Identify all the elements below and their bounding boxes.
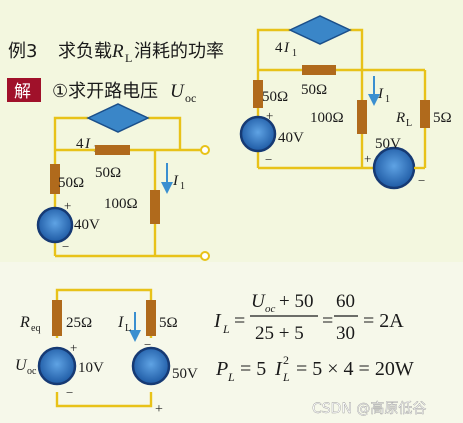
circuit-c-req-sub: eq	[31, 323, 40, 334]
circuit-b-load-sym: R	[395, 110, 405, 126]
eq2-c: = 5 × 4 = 20W	[296, 358, 414, 380]
circuit-a-plus: +	[64, 198, 71, 213]
circuit-c-r-eq	[52, 300, 62, 336]
circuit-b: 4 I 1 50Ω 50Ω 100Ω I 1 R L 5Ω + − 40V + …	[239, 15, 452, 190]
equation-power: P L = 5 I L 2 = 5 × 4 = 20W	[215, 353, 414, 384]
circuit-c-source-uoc	[37, 346, 77, 386]
circuit-b-ccvs-sub: 1	[292, 48, 297, 59]
step1-var: U	[170, 81, 185, 102]
eq1-result: = 2A	[363, 310, 404, 332]
eq1-lhs: I	[213, 310, 222, 332]
eq2-i-sup: 2	[283, 353, 289, 367]
top-panel	[0, 0, 463, 262]
circuit-b-minus2: −	[418, 173, 425, 188]
circuit-a-r-series	[50, 164, 60, 194]
circuit-c-source2-label: 50V	[172, 366, 198, 382]
eq2-b: = 5	[240, 358, 266, 380]
title-suffix: 消耗的功率	[134, 41, 224, 62]
circuit-a-current: I	[172, 173, 179, 189]
eq1-num2: 60	[336, 291, 355, 312]
step1-text: ①求开路电压	[52, 81, 158, 102]
circuit-a-r-series-label: 50Ω	[58, 175, 84, 191]
circuit-b-ccvs-coef: 4	[275, 40, 283, 56]
eq1-eq2: =	[322, 310, 333, 332]
circuit-a-minus: −	[62, 239, 69, 254]
circuit-c-uoc-sub: oc	[27, 366, 37, 377]
circuit-b-r-top-label: 50Ω	[301, 82, 327, 98]
circuit-b-current: I	[377, 86, 384, 102]
title: 例3 求负载 R L 消耗的功率	[8, 41, 224, 65]
circuit-b-load-sub: L	[406, 118, 412, 129]
circuit-b-r-series-label: 50Ω	[262, 89, 288, 105]
circuit-c-plus: +	[70, 340, 77, 355]
circuit-c-minus: −	[66, 385, 73, 400]
circuit-b-plus2: +	[364, 151, 371, 166]
circuit-c-plus2: +	[155, 402, 163, 417]
circuit-b-minus: −	[265, 152, 272, 167]
circuit-c-r-load	[146, 300, 156, 336]
circuit-a-r-shunt	[150, 190, 160, 224]
eq1-lhs-sub: L	[222, 322, 230, 336]
watermark: CSDN @高原低谷	[312, 400, 426, 417]
circuit-c-req-val: 25Ω	[66, 315, 92, 331]
circuit-b-source	[239, 115, 277, 153]
circuit-a-terminal-top	[200, 145, 210, 155]
circuit-c-rl-val: 5Ω	[159, 315, 178, 331]
circuit-b-load-val: 5Ω	[433, 110, 452, 126]
solution-badge-bg	[7, 78, 41, 102]
circuit-b-r-shunt	[357, 100, 367, 134]
eq2-i: I	[274, 358, 283, 380]
circuit-a-terminal-bottom	[200, 251, 210, 261]
eq1-den2: 30	[336, 323, 355, 344]
circuit-a-r-top	[95, 145, 130, 155]
circuit-b-wires	[256, 28, 427, 170]
circuit-b-current-sub: 1	[385, 94, 390, 105]
circuit-c-req-sym: R	[19, 314, 30, 331]
eq2-p: P	[215, 358, 228, 380]
eq2-p-sub: L	[227, 370, 235, 384]
circuit-b-source2	[372, 146, 416, 190]
eq1-num1-sub: oc	[265, 303, 276, 315]
circuit-c-il-sub: L	[125, 323, 131, 334]
eq1-den1: 25 + 5	[255, 323, 304, 344]
circuit-b-r-shunt-label: 100Ω	[310, 110, 344, 126]
circuit-a-ccvs-coef: 4	[76, 136, 84, 152]
circuit-a-wires	[53, 116, 205, 258]
title-example-no: 例3	[8, 41, 37, 62]
circuit-c-minus2: −	[144, 337, 151, 352]
title-load-symbol: R	[111, 41, 124, 62]
circuit-c-uoc-val: 10V	[78, 360, 104, 376]
circuit-b-r-top	[302, 65, 336, 75]
circuit-a-r-shunt-label: 100Ω	[104, 196, 138, 212]
circuit-c: R eq 25Ω 5Ω I L U oc + − 10V − + 50V	[15, 288, 198, 417]
circuit-c-il-sym: I	[117, 314, 124, 331]
eq1-num1-var: U	[251, 291, 266, 312]
eq1-num1-rest: + 50	[279, 291, 313, 312]
title-prefix: 求负载	[58, 41, 112, 62]
circuit-a-source-label: 40V	[74, 217, 100, 233]
circuit-b-source2-label: 50V	[375, 136, 401, 152]
circuit-b-plus: +	[266, 108, 273, 123]
title-load-subscript: L	[125, 51, 132, 65]
circuit-a-ccvs-var: I	[84, 136, 91, 152]
circuit-a-ccvs-diamond	[86, 103, 150, 133]
circuit-b-ccvs-var: I	[283, 40, 290, 56]
solution-badge: 解	[14, 82, 31, 102]
circuit-b-r-load	[420, 100, 430, 128]
circuit-a-source	[36, 206, 74, 244]
step1-var-sub: oc	[185, 91, 196, 105]
circuit-c-uoc-sym: U	[15, 357, 28, 374]
circuit-b-ccvs-diamond	[288, 15, 352, 45]
circuit-a: 4 I 1 50Ω 50Ω 100Ω I 1 + − 40V	[36, 103, 210, 261]
eq1-eq: =	[234, 310, 245, 332]
eq2-i-sub: L	[282, 370, 290, 384]
equation-current: I L = U oc + 50 25 + 5 = 60 30 = 2A	[213, 291, 404, 344]
circuit-b-r-series	[253, 80, 263, 108]
circuit-c-source-50v	[131, 346, 171, 386]
circuit-a-r-top-label: 50Ω	[95, 165, 121, 181]
circuit-a-current-sub: 1	[180, 181, 185, 192]
circuit-b-source-label: 40V	[278, 130, 304, 146]
